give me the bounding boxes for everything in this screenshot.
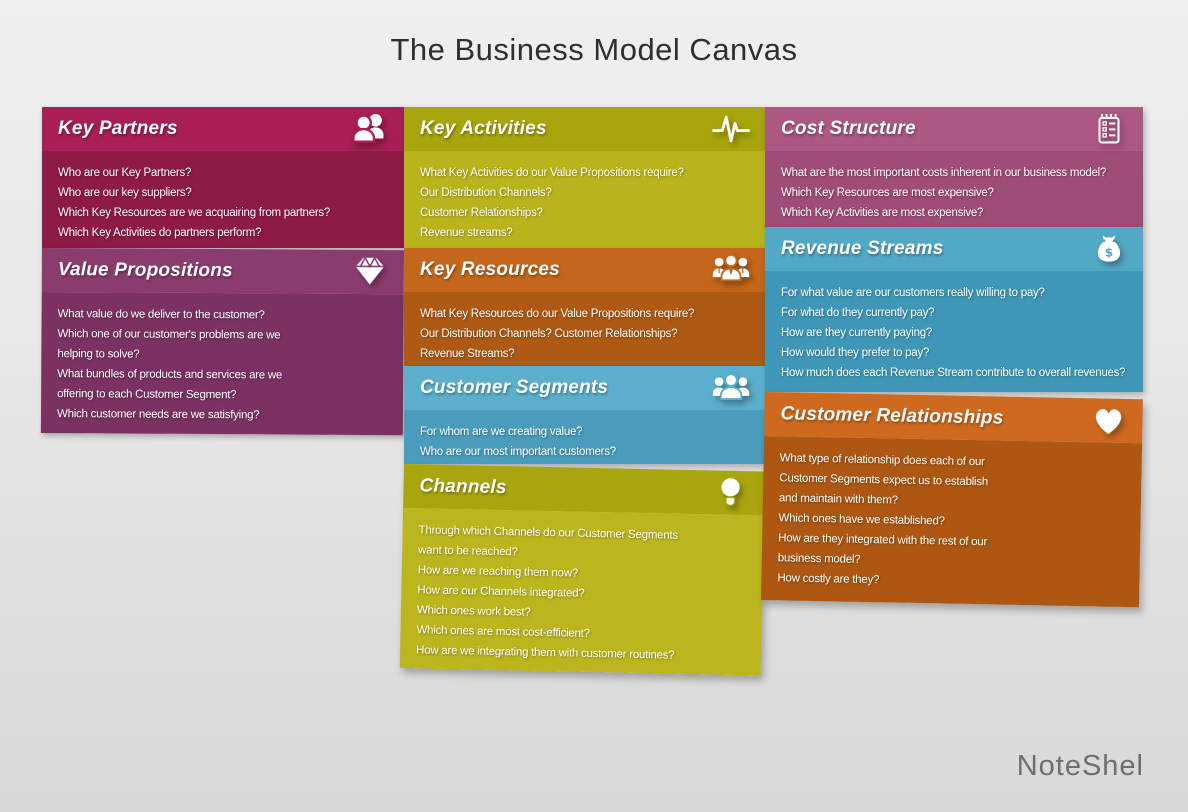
block-cost-structure: Cost Structure <box>765 107 1143 227</box>
brand-logo: NoteShel <box>1016 750 1144 782</box>
question-line: What Key Activities do our Value Proposi… <box>420 167 684 179</box>
question-line: Which Key Activities are most expensive? <box>781 207 984 219</box>
block-header: Key Partners <box>42 107 404 151</box>
question-line: Which Key Activities do partners perform… <box>58 227 262 239</box>
block-title: Key Resources <box>420 259 560 280</box>
block-body: What are the most important costs inhere… <box>765 151 1143 227</box>
block-title: Value Propositions <box>57 259 233 282</box>
block-title: Key Partners <box>58 118 178 139</box>
block-key-resources: Key Resources <box>404 248 765 366</box>
block-body: What Key Resources do our Value Proposit… <box>404 292 765 366</box>
question-line: How are they currently paying? <box>781 327 933 339</box>
column-left: Key Partners Who are our Key Partners? W… <box>40 107 404 436</box>
question-line: Revenue streams? <box>420 227 513 239</box>
question-line: Revenue Streams? <box>420 348 515 360</box>
checklist-icon <box>1089 110 1129 148</box>
question-line: Which customer needs are we satisfying? <box>56 408 260 422</box>
question-line: helping to solve? <box>57 348 140 361</box>
question-line: For whom are we creating value? <box>420 426 583 438</box>
block-customer-segments: Customer Segments For whom are <box>404 366 765 464</box>
question-line: Customer Relationships? <box>420 207 543 219</box>
block-header: Cost Structure <box>765 107 1143 151</box>
money-bag-icon: $ <box>1089 230 1129 268</box>
question-line: What bundles of products and services ar… <box>57 368 283 382</box>
question-line: For what value are our customers really … <box>781 287 1045 299</box>
block-body: For whom are we creating value? Who are … <box>404 410 765 464</box>
block-channels: Channels Through which Channels do our C… <box>399 464 765 676</box>
question-line: Which Key Resources are most expensive? <box>781 187 994 199</box>
lightbulb-icon <box>710 473 751 512</box>
question-line: offering to each Customer Segment? <box>57 388 237 402</box>
block-body: Who are our Key Partners? Who are our ke… <box>42 151 404 248</box>
svg-text:$: $ <box>1105 246 1113 260</box>
block-title: Channels <box>419 475 507 499</box>
pulse-icon <box>711 110 751 148</box>
people-pair-icon <box>350 110 390 148</box>
question-line: What Key Resources do our Value Proposit… <box>420 308 695 320</box>
block-title: Customer Relationships <box>780 403 1004 429</box>
block-header: Channels <box>403 464 765 516</box>
block-header: Customer Relationships <box>764 392 1143 444</box>
block-body: What Key Activities do our Value Proposi… <box>404 151 765 248</box>
question-line: Who are our most important customers? <box>420 446 616 458</box>
gem-icon <box>350 253 390 291</box>
block-customer-relationships: Customer Relationships What type of rela… <box>761 392 1143 608</box>
question-line: What value do we deliver to the customer… <box>57 308 265 322</box>
block-body: What value do we deliver to the customer… <box>40 291 404 436</box>
block-value-propositions: Value Propositions What value do we deli… <box>40 248 404 436</box>
column-middle: Key Activities What Key Activities do ou… <box>399 107 765 676</box>
question-line: For what do they currently pay? <box>781 307 935 319</box>
column-right: Cost Structure <box>761 107 1143 608</box>
block-header: Value Propositions <box>41 248 404 295</box>
page-title: The Business Model Canvas <box>390 32 798 67</box>
question-line: Which Key Resources are we acquairing fr… <box>58 207 331 219</box>
question-line: What are the most important costs inhere… <box>781 167 1107 179</box>
block-revenue-streams: Revenue Streams $ For what value are our… <box>765 227 1143 392</box>
question-line: Which one of our customer's problems are… <box>57 328 281 342</box>
block-body: What type of relationship does each of o… <box>761 435 1143 608</box>
question-line: Who are our Key Partners? <box>58 167 192 179</box>
people-trio-ties-icon <box>711 251 751 289</box>
question-line: Who are our key suppliers? <box>58 187 192 199</box>
question-line: Our Distribution Channels? <box>420 187 552 199</box>
people-trio-icon <box>711 369 751 407</box>
block-body: For what value are our customers really … <box>765 271 1143 392</box>
heart-icon <box>1088 401 1129 440</box>
block-header: Key Activities <box>404 107 765 151</box>
block-header: Key Resources <box>404 248 765 292</box>
block-body: Through which Channels do our Customer S… <box>399 507 764 676</box>
block-title: Cost Structure <box>781 118 916 139</box>
block-title: Revenue Streams <box>781 238 944 259</box>
block-header: Revenue Streams $ <box>765 227 1143 271</box>
block-key-activities: Key Activities What Key Activities do ou… <box>404 107 765 248</box>
block-title: Customer Segments <box>420 377 609 398</box>
block-title: Key Activities <box>420 118 547 139</box>
question-line: How much does each Revenue Stream contri… <box>781 367 1126 379</box>
question-line: Our Distribution Channels? Customer Rela… <box>420 328 678 340</box>
question-line: How would they prefer to pay? <box>781 347 930 359</box>
block-header: Customer Segments <box>404 366 765 410</box>
block-key-partners: Key Partners Who are our Key Partners? W… <box>42 107 404 248</box>
